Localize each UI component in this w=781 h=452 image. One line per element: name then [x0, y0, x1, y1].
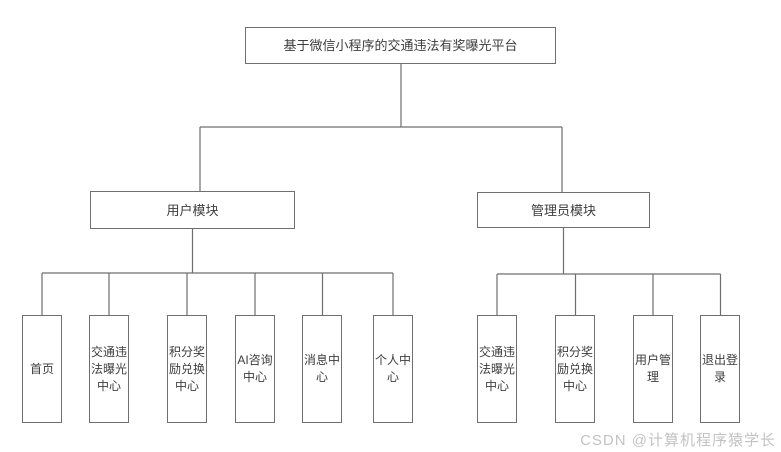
csdn-watermark: CSDN @计算机程序猿学长: [580, 432, 776, 449]
node-personal-center: 个人中心: [373, 315, 413, 423]
node-message-center: 消息中心: [302, 315, 342, 423]
node-admin-violation-exposure-center: 交通违法曝光中心: [477, 315, 517, 423]
node-user-management: 用户管理: [633, 315, 673, 423]
node-user-points-reward-exchange-center: 积分奖励兑换中心: [167, 315, 207, 423]
node-ai-consult-center: AI咨询中心: [235, 315, 275, 423]
node-logout: 退出登录: [700, 315, 740, 423]
node-user-module: 用户模块: [90, 191, 295, 229]
node-admin-points-reward-exchange-center: 积分奖励兑换中心: [555, 315, 595, 423]
node-home: 首页: [22, 315, 62, 423]
node-admin-module: 管理员模块: [477, 192, 650, 228]
node-platform-root: 基于微信小程序的交通违法有奖曝光平台: [245, 27, 556, 64]
node-user-violation-exposure-center: 交通违法曝光中心: [89, 315, 129, 423]
